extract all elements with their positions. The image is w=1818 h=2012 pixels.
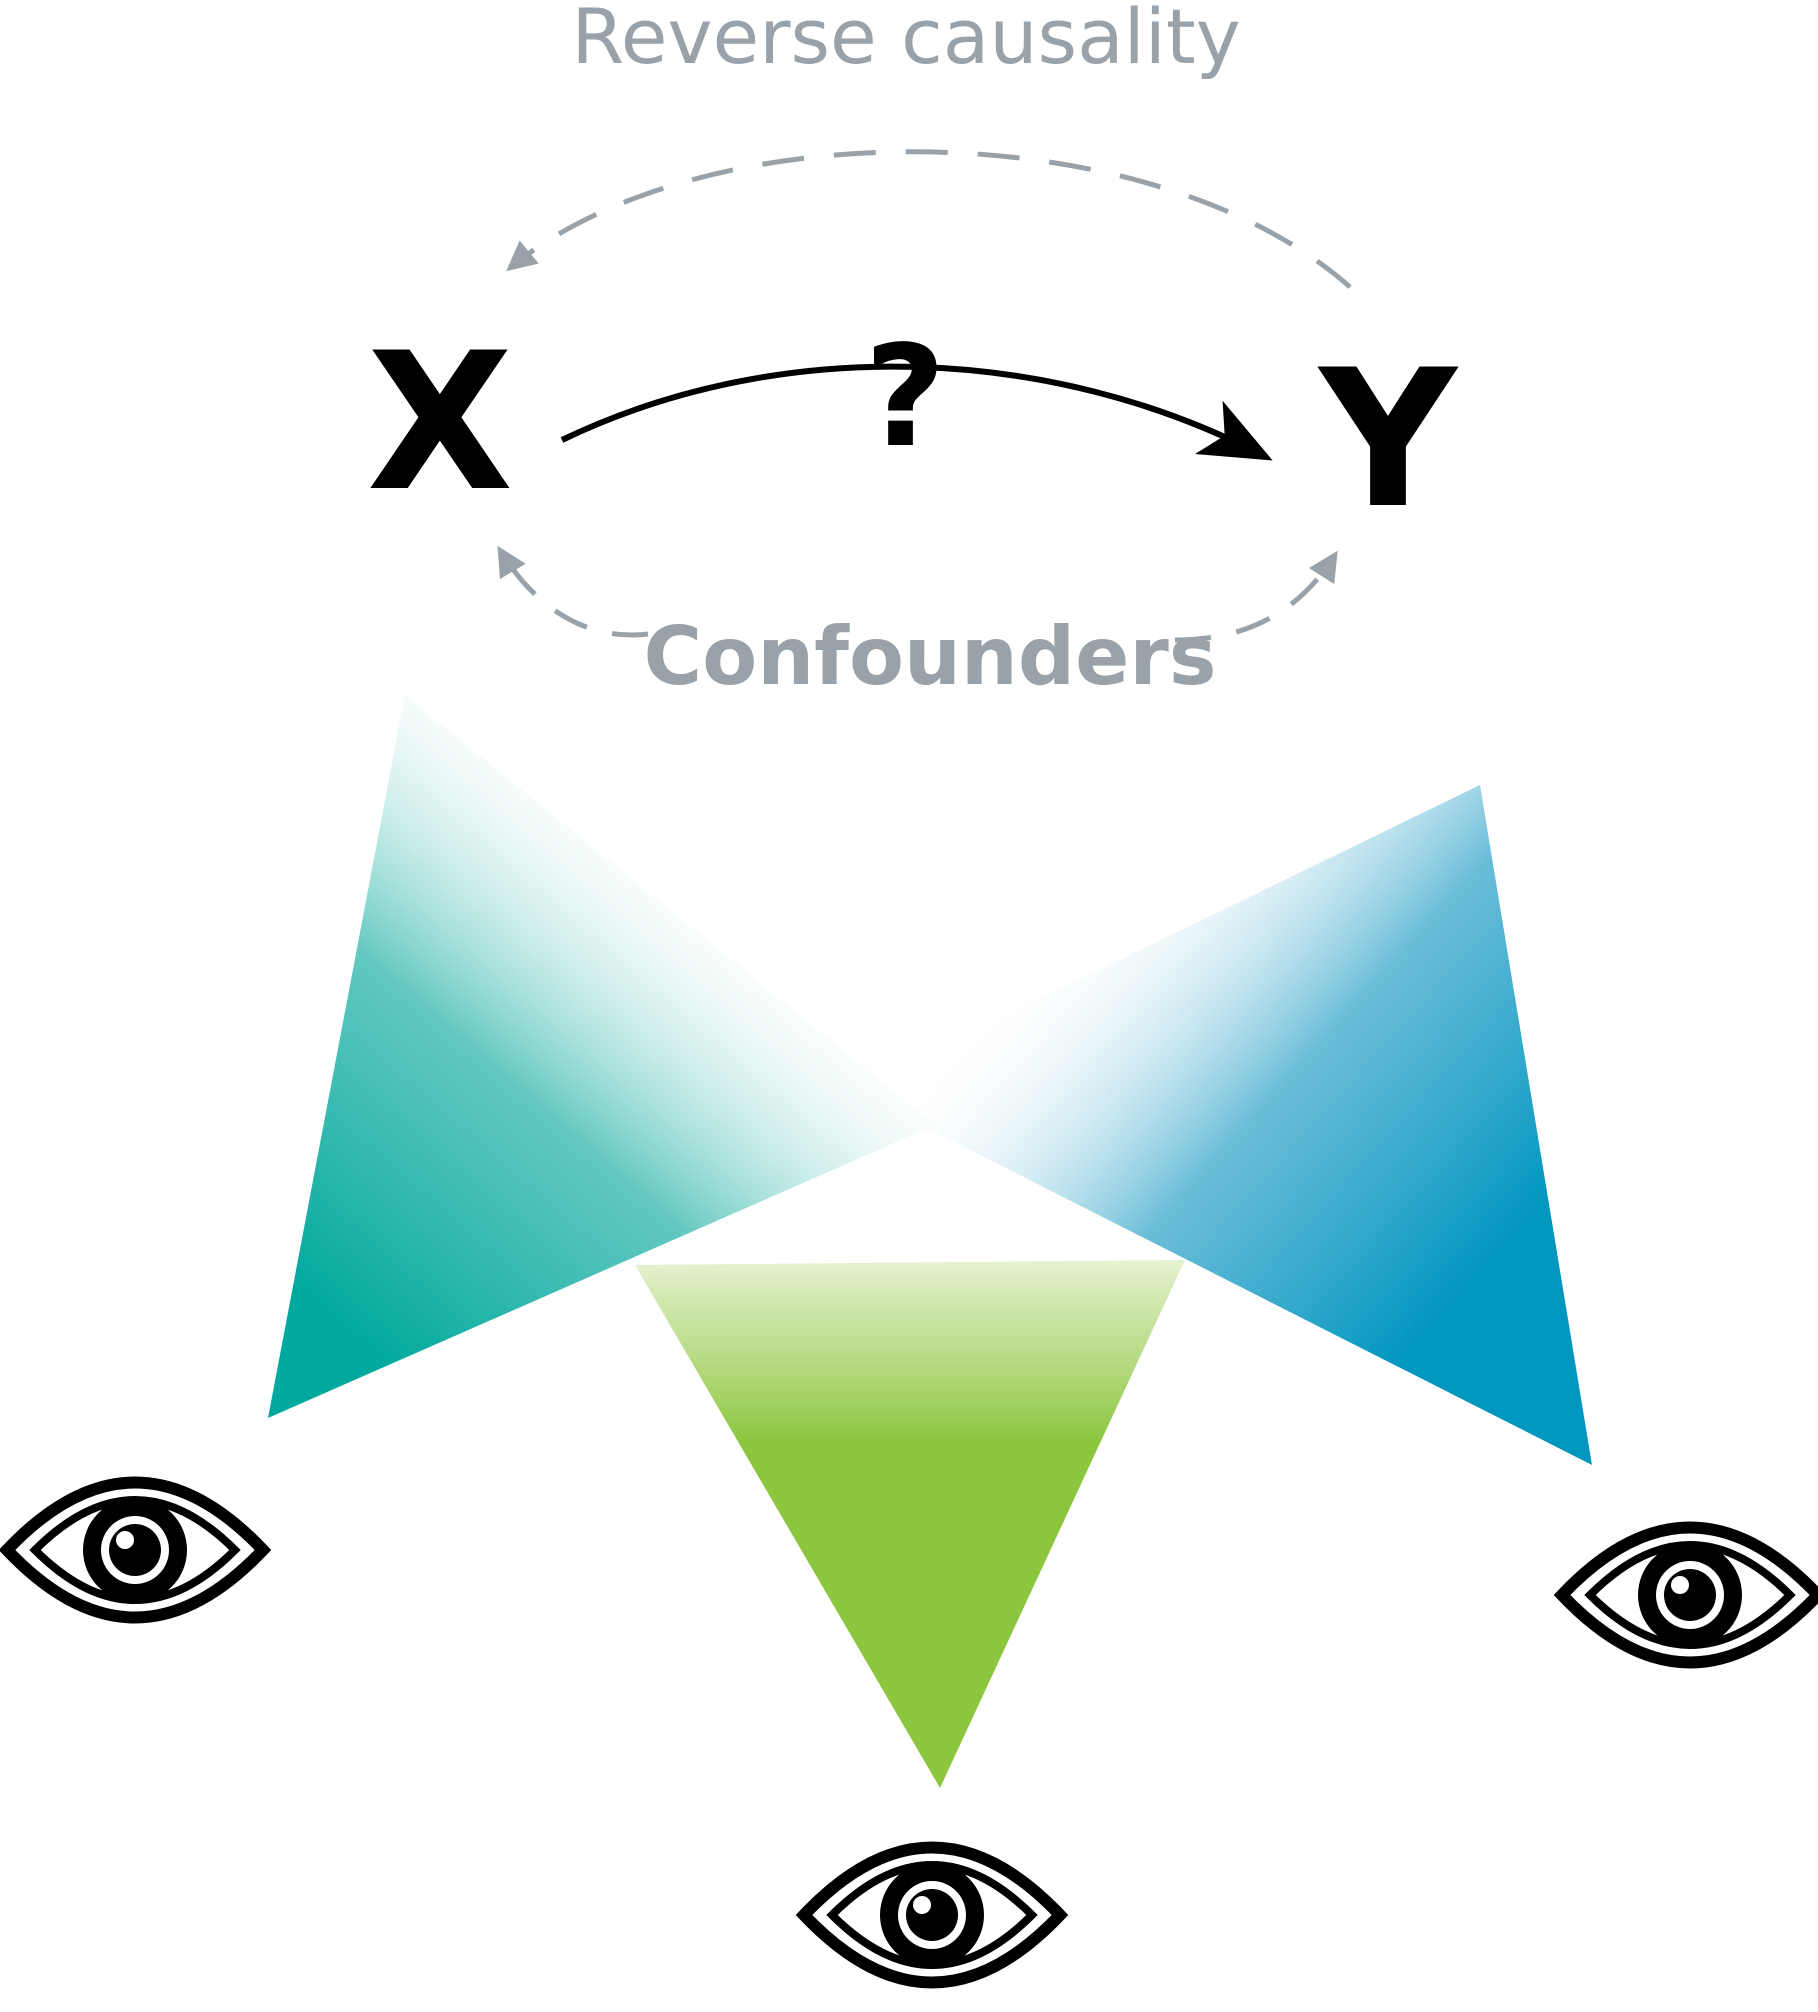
causal-arrow: [560, 363, 1273, 461]
question-mark: ?: [864, 316, 945, 479]
reverse-causality-arrow: [506, 149, 1352, 289]
variable-x-label: X: [367, 312, 514, 533]
reverse-causality-label: Reverse causality: [571, 0, 1240, 81]
eye-icon: [1553, 1521, 1818, 1669]
eye-icon: [0, 1476, 272, 1624]
variable-y-label: Y: [1317, 329, 1459, 550]
confounder-arrow-to-x: [497, 545, 649, 638]
perspective-cone-green: [635, 1260, 1185, 1788]
confounders-label: Confounders: [644, 610, 1217, 703]
confounder-arrow-to-y: [1174, 550, 1338, 643]
eye-icon: [795, 1841, 1069, 1989]
perspective-cone-blue: [852, 785, 1592, 1465]
perspective-cone-teal: [268, 695, 935, 1418]
